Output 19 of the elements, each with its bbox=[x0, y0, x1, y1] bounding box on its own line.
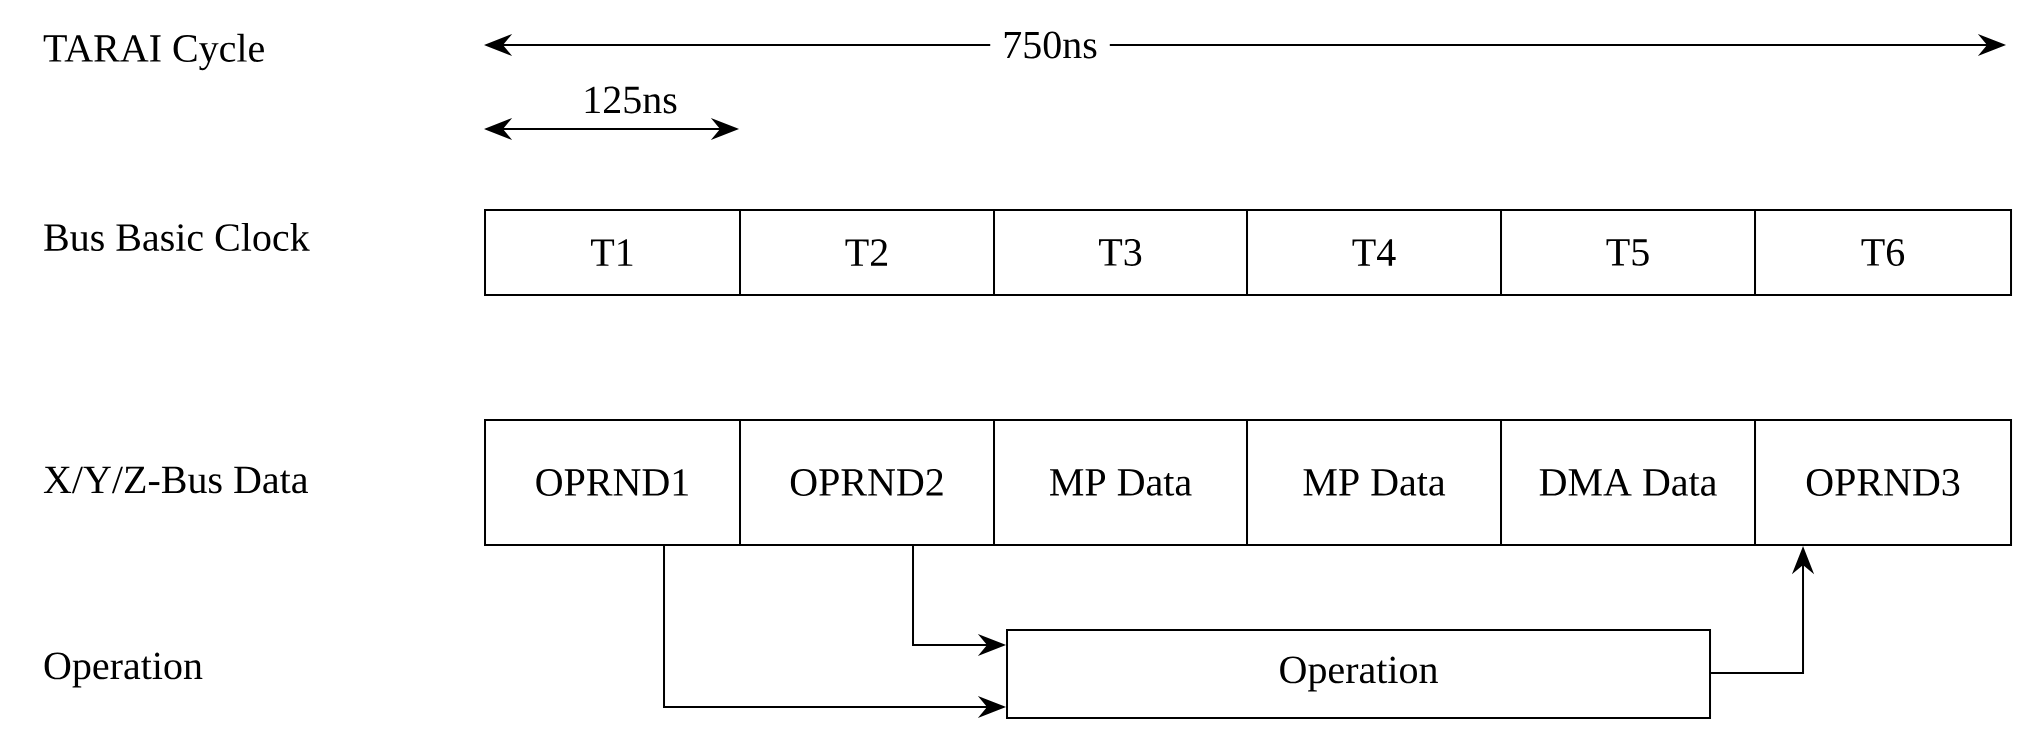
row-label: Bus Basic Clock bbox=[44, 222, 310, 252]
row-label: Operation bbox=[44, 652, 203, 688]
clock-cell: T4 bbox=[1246, 209, 1502, 296]
clock-cell: T5 bbox=[1500, 209, 1756, 296]
data-cell: MP Data bbox=[993, 419, 1248, 546]
dimension-label: 750ns bbox=[990, 29, 1110, 61]
dimension-label: 125ns bbox=[585, 86, 677, 114]
row-label: TARAI Cycle bbox=[43, 33, 264, 71]
data-cell: DMA Data bbox=[1500, 419, 1756, 546]
clock-cell: T2 bbox=[739, 209, 995, 296]
clock-cell: T1 bbox=[484, 209, 741, 296]
clock-cell: T6 bbox=[1754, 209, 2013, 296]
data-cell: MP Data bbox=[1246, 419, 1502, 546]
data-cell: OPRND3 bbox=[1754, 419, 2013, 546]
row-label: X/Y/Z-Bus Data bbox=[43, 466, 308, 494]
operation-box: Operation bbox=[1006, 629, 1711, 719]
data-cell: OPRND1 bbox=[484, 419, 741, 546]
data-cell: OPRND2 bbox=[739, 419, 995, 546]
clock-cell: T3 bbox=[993, 209, 1248, 296]
